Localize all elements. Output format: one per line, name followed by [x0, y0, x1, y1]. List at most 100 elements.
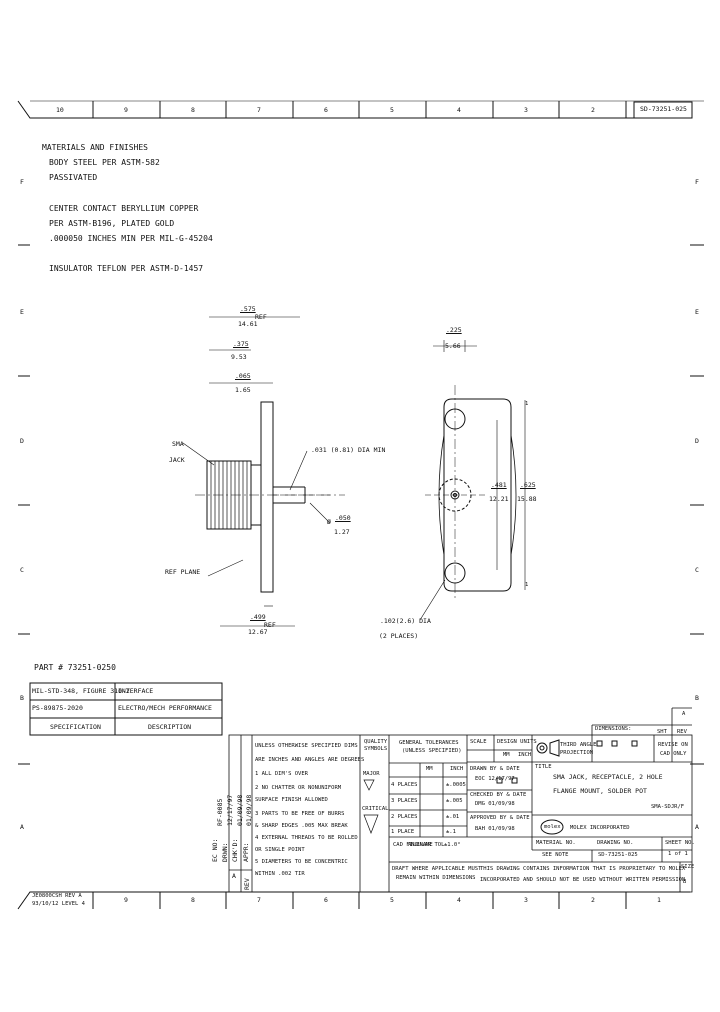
zone-row-right-d: D — [695, 437, 699, 445]
zone-col-b4: 4 — [457, 896, 461, 904]
rev-chkd-label: CHK'D: — [231, 838, 239, 862]
col-mm: MM — [426, 766, 433, 772]
label-jack: JACK — [169, 456, 185, 464]
desc-row-1: INTERFACE — [118, 687, 154, 695]
rev-ec-label: EC NO: — [211, 838, 219, 862]
critical-symbol — [363, 814, 379, 834]
sheet-no-label: SHEET NO. — [665, 840, 695, 846]
zone-row-left-f: F — [20, 178, 24, 186]
part-table-grid — [29, 682, 223, 736]
note-line: OR SINGLE POINT — [255, 847, 305, 853]
title-line-2: FLANGE MOUNT, SOLDER POT — [553, 787, 647, 795]
gen-tol-title: GENERAL TOLERANCES — [399, 740, 459, 746]
proprietary-note-2: INCORPORATED AND SHOULD NOT BE USED WITH… — [480, 877, 686, 883]
dim-body-mm: 9.53 — [231, 353, 247, 361]
zone-row-left-a: A — [20, 823, 24, 831]
drawing-no-value: SD-73251-025 — [598, 852, 638, 858]
angular-tol: ANGULAR TOL — [408, 842, 445, 848]
zone-col-b1: 1 — [657, 896, 661, 904]
dim-overall-mm: 14.61 — [238, 320, 258, 328]
draft-note-1: DRAFT WHERE APPLICABLE MUST — [392, 866, 482, 872]
pin-len-symbol: Ø — [327, 518, 331, 526]
quality-symbols-2: SYMBOLS — [364, 746, 388, 752]
projection-label: PROJECTION — [560, 750, 594, 756]
title-code: SMA-SDJR/F — [651, 804, 685, 810]
approved-by-value: BAH 01/09/98 — [475, 826, 515, 832]
rev-drwn-label: DRWN: — [221, 842, 229, 862]
sheet-no-value: 1 of 1 — [668, 851, 688, 857]
draft-note-2: REMAIN WITHIN DIMENSIONS — [396, 875, 476, 881]
drawing-no-label: DRAWING NO. — [597, 840, 634, 846]
zone-col-b2: 2 — [591, 896, 595, 904]
design-units-label: DESIGN UNITS — [497, 739, 537, 745]
zone-col-b5: 5 — [390, 896, 394, 904]
proprietary-note-1: THIS DRAWING CONTAINS INFORMATION THAT I… — [480, 866, 686, 872]
label-sma: SMA — [172, 440, 184, 448]
zone-row-left-c: C — [20, 566, 24, 574]
materials-contact-line: .000050 INCHES MIN PER MIL-G-45204 — [49, 234, 213, 243]
rev-label: REV — [243, 878, 251, 890]
materials-contact-line: CENTER CONTACT BERYLLIUM COPPER — [49, 204, 199, 213]
flange-marker-bottom: 1 — [525, 582, 529, 588]
angular-value: ±1.0° — [444, 842, 461, 848]
zone-col-8: 8 — [191, 106, 195, 114]
material-no-value: SEE NOTE — [542, 852, 569, 858]
gen-tol-sub: (UNLESS SPECIFIED) — [402, 748, 462, 754]
pin-length-mm: 1.27 — [334, 528, 350, 536]
molex-logo-text: molex — [544, 824, 561, 830]
tol-row-4-inch: ±.0005 — [446, 782, 466, 788]
size-label: SIZE — [681, 864, 695, 870]
hole-diameter: .102(2.6) DIA — [380, 617, 431, 625]
ref-plane-label: REF PLANE — [165, 568, 201, 576]
materials-insulator-line: INSULATOR TEFLON PER ASTM-D-1457 — [49, 264, 204, 273]
flange-overall-mm: 15.88 — [517, 495, 537, 503]
pin-length: .050 — [335, 514, 351, 522]
note-line: 3 PARTS TO BE FREE OF BURRS — [255, 811, 345, 817]
flange-view — [419, 340, 526, 621]
critical-label: CRITICAL — [362, 806, 389, 812]
tol-row-3: 3 PLACES — [391, 798, 418, 804]
tol-row-3-inch: ±.005 — [446, 798, 463, 804]
flange-center-dim: .481 — [491, 481, 507, 489]
materials-body-line: PASSIVATED — [49, 173, 98, 182]
rev-drwn-value: 12/17/97 — [226, 794, 234, 826]
approved-by-label: APPROVED BY & DATE — [470, 815, 530, 821]
flange-center-mm: 12.21 — [489, 495, 509, 503]
rev-chkd-value: 01/09/98 — [236, 794, 244, 826]
rev-label-tb: REV — [677, 729, 687, 735]
zone-ticks-top — [92, 101, 627, 118]
dim-body: .375 — [233, 340, 249, 348]
part-number-label: PART # 73251-0250 — [34, 663, 116, 672]
dim-flange-thk: .065 — [235, 372, 251, 380]
dim-overall-ref: REF — [255, 313, 267, 321]
note-line: UNLESS OTHERWISE SPECIFIED DIMS — [255, 743, 358, 749]
rev-ec-value: RF-0085 — [216, 798, 224, 826]
footer-line-1: JE0800CSH REV A — [32, 893, 82, 899]
zone-col-b6: 6 — [324, 896, 328, 904]
note-line: SURFACE FINISH ALLOWED — [255, 797, 328, 803]
unit-inch: INCH — [518, 752, 532, 758]
pin-diameter-note: .031 (0.81) DIA MIN — [311, 446, 386, 454]
zone-col-2: 2 — [591, 106, 595, 114]
flange-overall-dim: .625 — [520, 481, 536, 489]
third-angle-label: THIRD ANGLE — [560, 742, 597, 748]
material-no-label: MATERIAL NO. — [536, 840, 576, 846]
zone-col-b3: 3 — [524, 896, 528, 904]
frame-bottom-line — [17, 891, 690, 910]
cad-filename-label: CAD FILENAME — [393, 842, 433, 848]
header-description: DESCRIPTION — [148, 723, 192, 731]
revise-on: REVISE ON — [658, 742, 688, 748]
drawn-by-label: DRAWN BY & DATE — [470, 766, 520, 772]
zone-ticks-left — [18, 244, 30, 765]
zone-col-10: 10 — [56, 106, 64, 114]
materials-contact-line: PER ASTM-B196, PLATED GOLD — [49, 219, 175, 228]
dimensions-label: DIMENSIONS: — [595, 726, 632, 732]
desc-row-2: ELECTRO/MECH PERFORMANCE — [118, 704, 212, 712]
header-specification: SPECIFICATION — [50, 723, 101, 731]
dim-bottom: .499 — [250, 613, 266, 621]
zone-col-9: 9 — [124, 106, 128, 114]
projection-circle — [536, 742, 548, 754]
tol-row-1-inch: ±.1 — [446, 829, 456, 835]
dim-bottom-ref: REF — [264, 621, 276, 629]
